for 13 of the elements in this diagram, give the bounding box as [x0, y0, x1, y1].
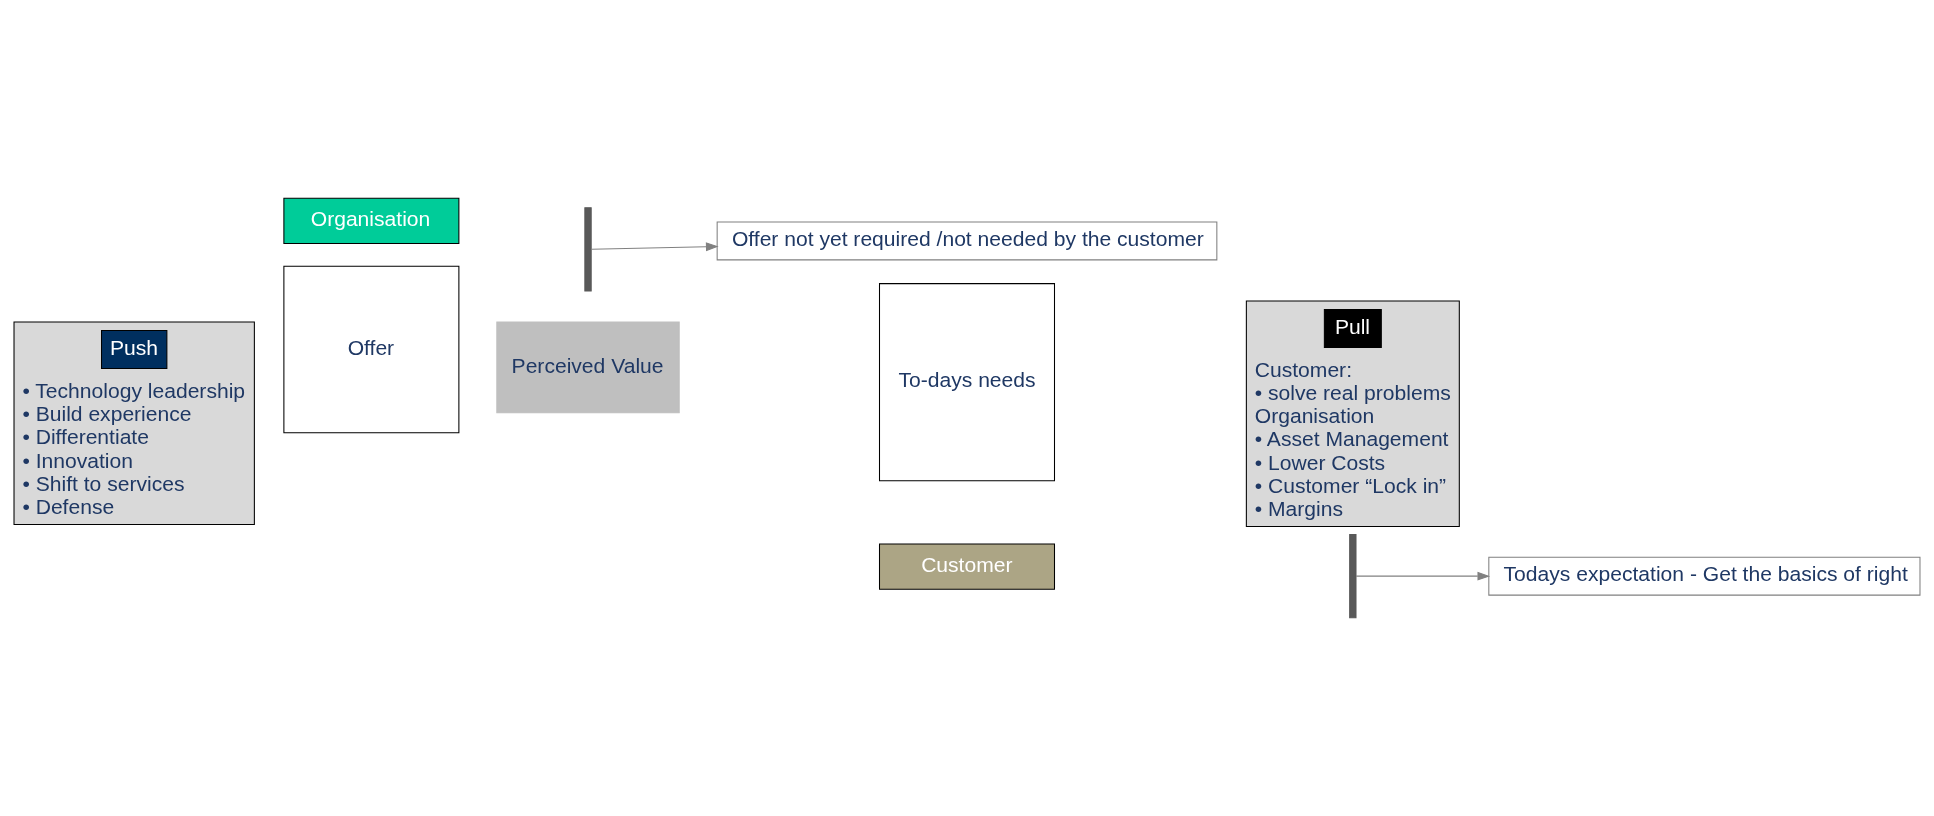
node-box: Pull [1323, 308, 1382, 348]
node-brace [1349, 533, 1357, 619]
node-brace [584, 207, 592, 292]
node-box: Offer not yet required /not needed by the customer [716, 221, 1218, 261]
node-box: To-days needs [878, 283, 1056, 482]
node-box: Organisation [283, 197, 460, 245]
node-box: Perceived Value [496, 321, 680, 414]
arrow [1355, 571, 1491, 581]
node-box: Push [101, 330, 168, 369]
node-box: Offer [283, 265, 460, 434]
node-box: Customer [878, 543, 1056, 590]
arrow [590, 242, 719, 252]
node-box: Todays expectation - Get the basics of right [1488, 556, 1921, 596]
